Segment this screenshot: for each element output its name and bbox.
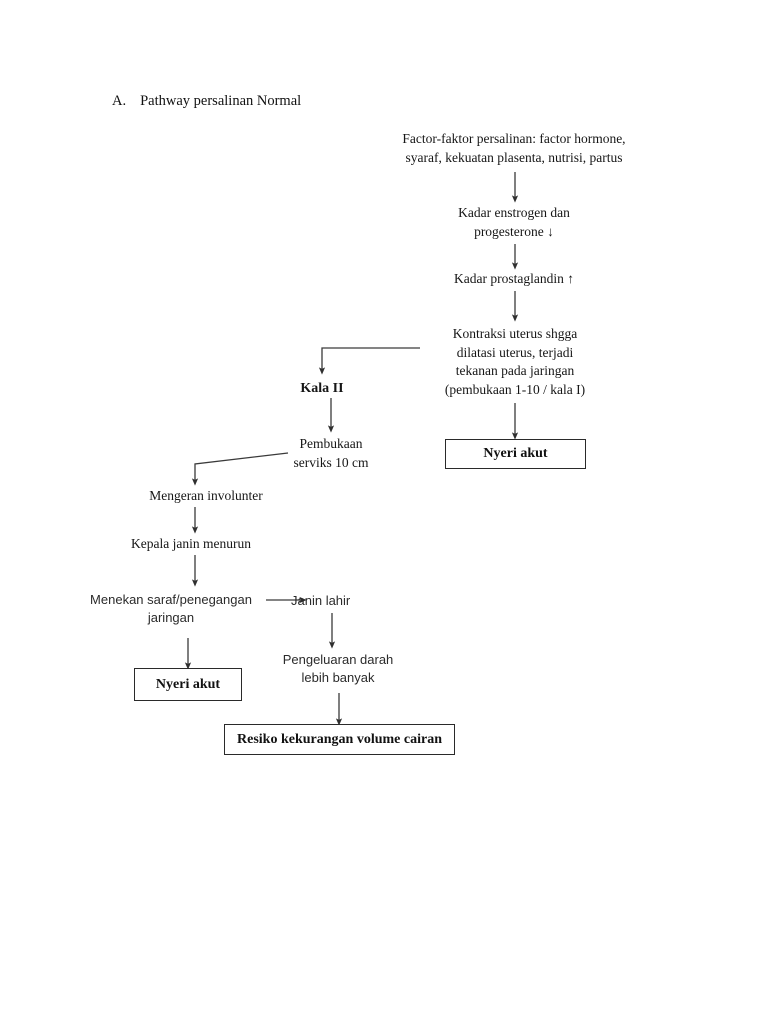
node-kontraksi-uterus: Kontraksi uterus shgga dilatasi uterus, … (444, 326, 586, 397)
node-menekan-saraf: Menekan saraf/penegangan jaringan (90, 592, 252, 625)
node-janin-lahir: Janin lahir (291, 593, 351, 608)
edge-pembukaan-to-mengeran (191, 452, 289, 486)
edge-kontraksi-to-kala-2 (318, 347, 420, 375)
node-faktor-persalinan: Factor-faktor persalinan: factor hormone… (402, 131, 626, 165)
node-nyeri-akut-kala-2: Nyeri akut (134, 668, 242, 701)
node-nyeri-akut-kala-1: Nyeri akut (445, 439, 586, 469)
node-kala-2: Kala II (300, 381, 344, 396)
node-kadar-prostaglandin: Kadar prostaglandin ↑ (454, 271, 574, 286)
node-kepala-janin-menurun: Kepala janin menurun (131, 536, 251, 551)
node-resiko-kekurangan-cairan: Resiko kekurangan volume cairan (224, 724, 455, 755)
node-mengeran-involunter: Mengeran involunter (149, 488, 263, 503)
node-pembukaan-serviks: Pembukaan serviks 10 cm (293, 436, 369, 470)
page-title-marker: A. (112, 93, 127, 109)
page-title: A. Pathway persalinan Normal (112, 93, 301, 110)
node-pengeluaran-darah: Pengeluaran darah lebih banyak (282, 652, 394, 685)
node-kadar-hormon: Kadar enstrogen dan progesterone ↓ (458, 205, 570, 239)
page-title-text: Pathway persalinan Normal (140, 93, 302, 109)
